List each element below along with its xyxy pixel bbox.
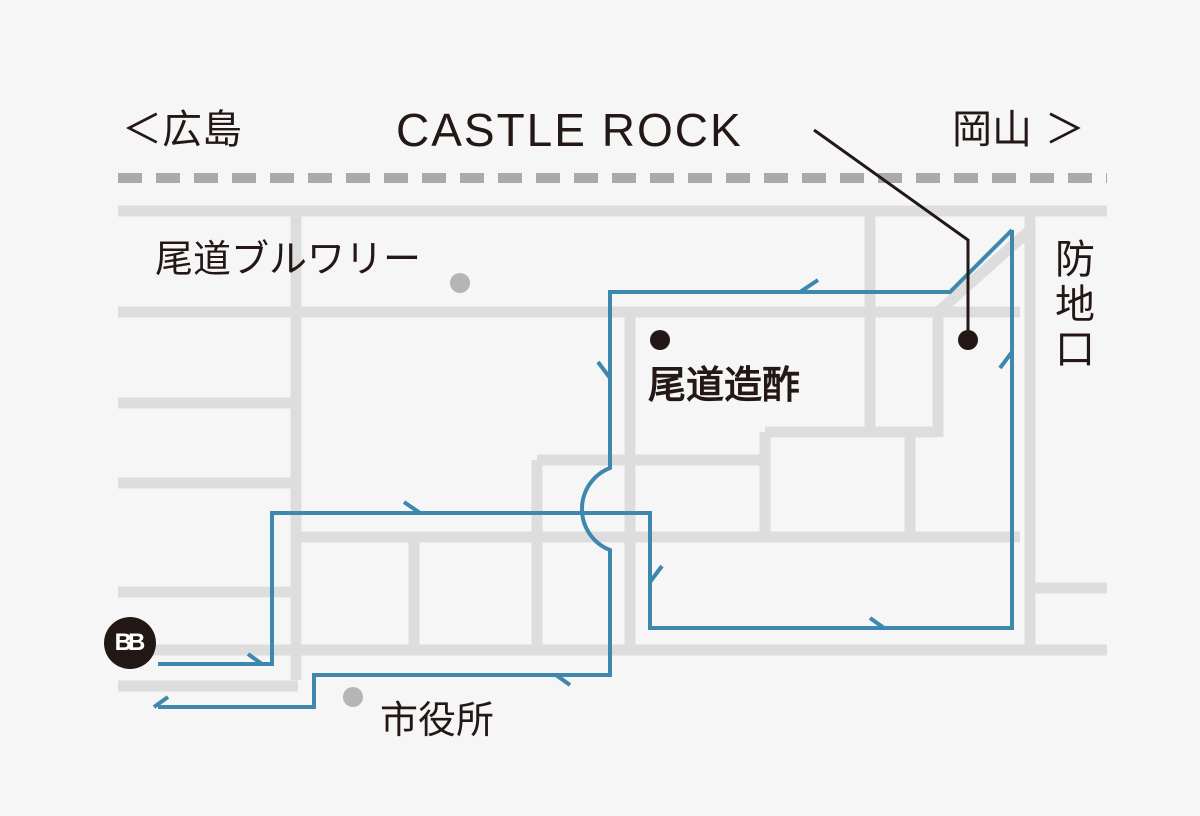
bb-logo-icon: BB — [104, 617, 156, 669]
route-arrows — [152, 278, 1014, 709]
landmark-vinegar: 尾道造酢 — [648, 363, 801, 407]
road — [934, 225, 1034, 317]
route-arrow-icon — [554, 673, 572, 687]
landmark-brewery: 尾道ブルワリー — [155, 237, 422, 281]
route-arrow-icon — [246, 652, 264, 666]
destination-title: CASTLE ROCK — [396, 104, 743, 156]
landmark-city-hall: 市役所 — [380, 698, 495, 742]
walking-route — [158, 228, 1014, 709]
road-network — [118, 205, 1107, 692]
black-dot-icon — [958, 330, 978, 350]
route-arrow-icon — [998, 350, 1014, 370]
nav-left-label: ＜広島 — [122, 107, 242, 153]
route-arrow-icon — [402, 500, 422, 515]
gray-dot-icon — [343, 687, 363, 707]
route-arrow-icon — [152, 695, 170, 709]
route-arrow-icon — [648, 564, 664, 584]
gray-dot-icon — [450, 273, 470, 293]
vertical-char: 防 — [1055, 237, 1095, 283]
route-arrow-icon — [798, 278, 820, 294]
route-arrow-icon — [868, 616, 886, 630]
route-arrow-icon — [596, 360, 612, 380]
vertical-label: 防 地 口 — [1053, 240, 1097, 375]
destination-leader-line — [813, 128, 970, 340]
route-segment — [158, 228, 1014, 709]
black-dot-icon — [650, 330, 670, 350]
vertical-char: 地 — [1055, 282, 1095, 328]
nav-right-label: 岡山 ＞ — [952, 107, 1085, 153]
vertical-char: 口 — [1055, 327, 1095, 373]
route-segment — [158, 230, 1014, 666]
